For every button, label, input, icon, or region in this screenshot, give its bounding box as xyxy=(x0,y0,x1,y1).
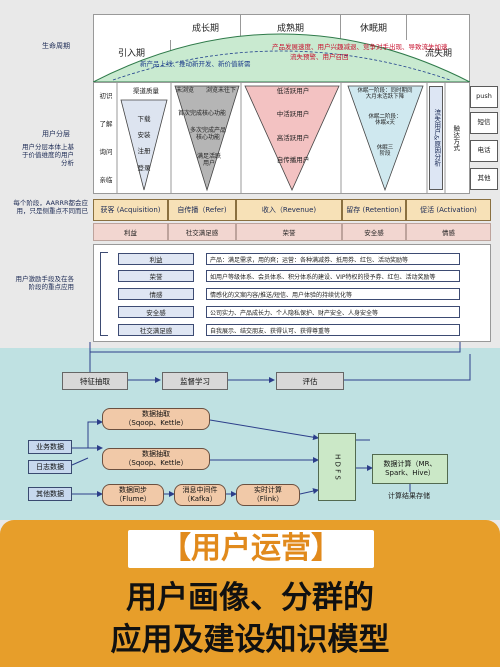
reach-other: 其他 xyxy=(470,168,498,190)
row-xunwen: 询问 xyxy=(96,142,116,164)
segment-shapes xyxy=(116,82,446,194)
needs-label: 用户激励手段及在各阶段的重点应用 xyxy=(15,275,75,291)
wedge-mid2: 多次完成产品核心功能 xyxy=(189,127,226,141)
dormant-2: 休眠二阶段：休眠x天 xyxy=(368,114,402,127)
arc-dash xyxy=(112,50,451,81)
needs-bracket xyxy=(100,252,108,336)
arc-top-text: 产品发展速度、用户兴趣减退、竞争对手出现、导致流失加速 xyxy=(272,43,448,51)
funnel1-item-login: 登录 xyxy=(137,164,151,173)
row-liaojie: 了解 xyxy=(96,114,116,136)
arc-low-text: 新产品上线、推动新开发、新价值新需 xyxy=(140,60,251,68)
need-name-social: 社交满足感 xyxy=(118,324,194,336)
mature-mid: 中活跃用户 xyxy=(276,110,310,119)
need-name-interest: 利益 xyxy=(118,253,194,265)
reach-phone: 电话 xyxy=(470,140,498,162)
extract-box-1: 数据抽取 （Sqoop、Kettle） xyxy=(102,408,210,430)
extract-box-2: 数据抽取 （Sqoop、Kettle） xyxy=(102,448,210,470)
arc-fill xyxy=(93,33,470,83)
wedge-top: 未浏览 xyxy=(176,87,195,94)
motive-security: 安全感 xyxy=(342,223,406,241)
lifecycle-arc xyxy=(93,33,470,83)
wedge-left: 浏览未往下 xyxy=(206,87,237,94)
sync-box: 数据同步 （Flume） xyxy=(102,484,164,506)
funnel1-item-register: 注册 xyxy=(137,147,151,156)
need-name-security: 安全感 xyxy=(118,306,194,318)
need-desc-interest: 产品：满足需求，用的爽；运营：各种满减券、抵用券、红包、活动奖励等 xyxy=(206,253,460,265)
segment-sublabel: 用户分层本体上基于价值维度的用户分析 xyxy=(22,143,74,167)
phase-retention: 留存 (Retention) xyxy=(342,199,406,221)
mature-self: 自传播用户 xyxy=(276,156,310,165)
mature-high: 高活跃用户 xyxy=(276,134,310,143)
reach-push: push xyxy=(470,86,498,108)
funnel1-item-install: 安装 xyxy=(137,131,151,140)
need-name-honor: 荣誉 xyxy=(118,270,194,282)
motive-emotion: 情感 xyxy=(406,223,491,241)
dormant-1: 休眠一阶段：同时期同大月未活跃下降 xyxy=(357,88,413,101)
wedge-mid: 首次完成核心功能 xyxy=(178,110,227,117)
funnel1-title: 渠道质量 xyxy=(133,87,159,96)
need-desc-security: 公司实力、产品成长力、个人隐私保护、财产安全、人身安全等 xyxy=(206,306,460,318)
stage-mature: 成熟期 xyxy=(241,14,341,40)
funnel1-item-download: 下载 xyxy=(137,115,151,124)
segment-label: 用户分层 xyxy=(42,130,70,138)
flow-evaluate: 评估 xyxy=(276,372,344,390)
need-desc-honor: 如用户等级体系、会员体系、积分体系的建设、VIP特权的授予券、红包、活动奖励等 xyxy=(206,270,460,282)
compute-box: 数据计算（MR、Spark、Hive） xyxy=(372,454,448,484)
motive-interest: 利益 xyxy=(93,223,168,241)
mq-box: 消息中间件 （Kafka） xyxy=(174,484,226,506)
aarrr-label: 每个阶段，AARRR都会应用，只是侧重点不同而已 xyxy=(13,199,88,215)
stage-churn: 流失期 xyxy=(424,48,452,59)
rt-box: 实时计算 （Flink） xyxy=(236,484,300,506)
hdfs-box: H D F S xyxy=(318,433,356,501)
flow-feature-extract: 特征抽取 xyxy=(62,372,128,390)
need-name-emotion: 情感 xyxy=(118,288,194,300)
reach-label: 触达方式 xyxy=(451,125,460,151)
motive-honor: 荣誉 xyxy=(236,223,342,241)
stage-growth: 成长期 xyxy=(171,14,241,40)
row-chushi: 初识 xyxy=(96,86,116,108)
phase-refer: 自传播（Refer) xyxy=(168,199,236,221)
row-qinlin: 亲临 xyxy=(96,170,116,192)
banner-tag: 【用户运营】 xyxy=(161,531,341,566)
phase-revenue: 收入（Revenue) xyxy=(236,199,342,221)
wedge-bottom: 满足活跃用户 xyxy=(197,153,222,167)
source-log: 日志数据 xyxy=(28,460,72,474)
flow-supervised: 监督学习 xyxy=(162,372,228,390)
arc-mid-text: 流失预警、用户召回 xyxy=(290,53,349,61)
reach-sms: 短信 xyxy=(470,112,498,134)
motive-social: 社交满足感 xyxy=(168,223,236,241)
store-label: 计算结果存储 xyxy=(388,492,430,500)
source-business: 业务数据 xyxy=(28,440,72,454)
loss-analysis: 流失用户&原因分析 xyxy=(429,86,443,190)
banner-line2: 应用及建设知识模型 xyxy=(110,622,390,658)
banner-line1: 用户画像、分群的 xyxy=(126,580,374,616)
source-other: 其他数据 xyxy=(28,487,72,501)
need-desc-social: 自我展示、结交朋友、获得认可、获得尊重等 xyxy=(206,324,460,336)
mature-low: 低活跃用户 xyxy=(276,87,310,96)
phase-activation: 促活 (Activation) xyxy=(406,199,491,221)
phase-acquisition: 获客 (Acquisition) xyxy=(93,199,168,221)
banner-tag-bg xyxy=(128,530,374,568)
need-desc-emotion: 情感化的文案内容/推送/短信、用户体验的持续优化等 xyxy=(206,288,460,300)
dormant-3: 休眠三阶段 xyxy=(376,145,394,158)
stage-dormant: 休眠期 xyxy=(341,14,407,40)
pipeline-arrows xyxy=(67,342,471,497)
lifecycle-label: 生命周期 xyxy=(42,42,70,50)
